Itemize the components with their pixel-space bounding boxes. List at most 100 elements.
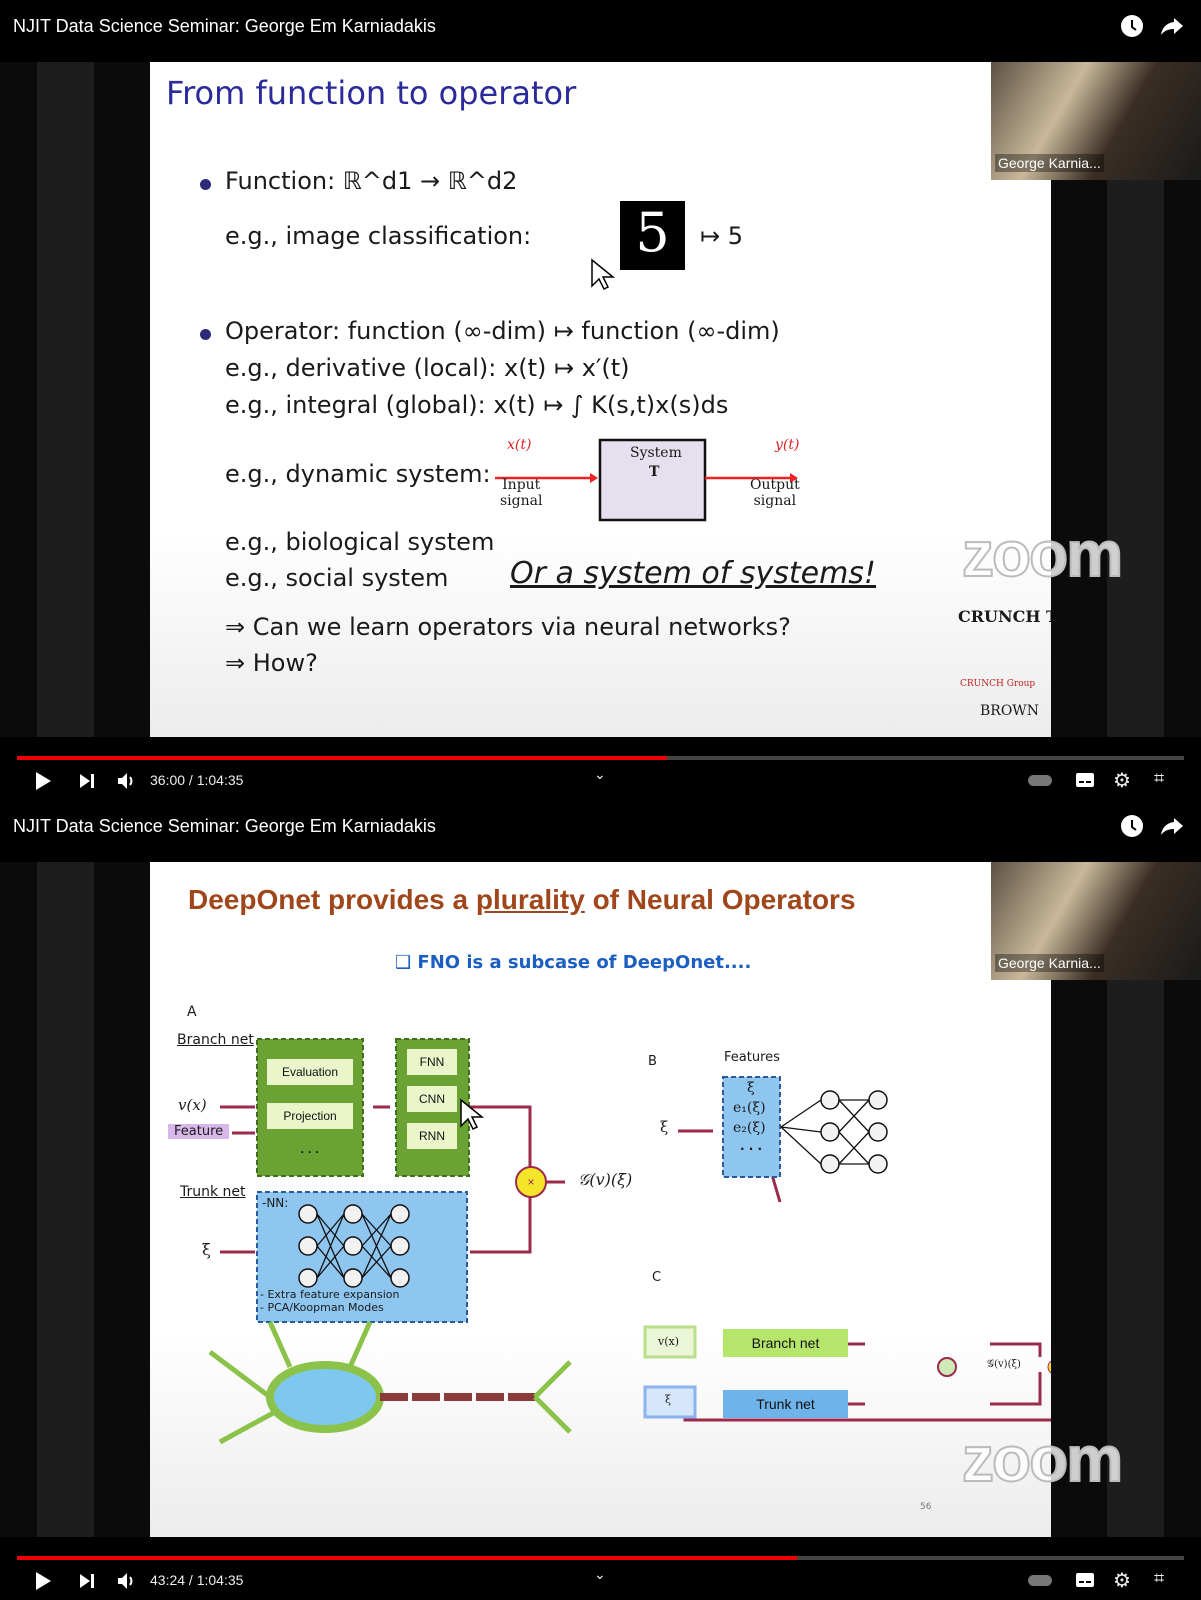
output-yt-label: y(t) xyxy=(775,437,800,453)
video-title[interactable]: NJIT Data Science Seminar: George Em Kar… xyxy=(13,16,436,36)
next-icon[interactable] xyxy=(79,1573,95,1589)
cnn-box: CNN xyxy=(407,1086,457,1112)
crunch-time-logo: CRUNCH TIME xyxy=(958,607,1051,626)
mouse-cursor-icon xyxy=(460,1098,485,1131)
features-xi: ξ xyxy=(747,1080,755,1096)
zoom-watermark: zoom xyxy=(961,1422,1124,1496)
title-underlined: plurality xyxy=(475,884,585,915)
participant-name: George Karnia... xyxy=(995,954,1104,972)
next-icon[interactable] xyxy=(79,773,95,789)
mouse-cursor-icon xyxy=(591,258,616,291)
slide-subtitle: ❑ FNO is a subcase of DeepOnet.... xyxy=(395,952,752,973)
branch-net-label: Branch net xyxy=(177,1032,254,1048)
play-icon[interactable] xyxy=(34,771,52,791)
slide: From function to operator Function: ℝ^d1… xyxy=(150,62,1051,737)
xi-label: ξ xyxy=(202,1240,211,1259)
output-label: 𝒢(v)(ξ) xyxy=(578,1170,633,1189)
projection-box: Projection xyxy=(267,1103,353,1129)
volume-icon[interactable] xyxy=(117,772,137,790)
page-number: 56 xyxy=(920,1502,932,1512)
c-branch-net-box: Branch net xyxy=(723,1329,848,1357)
autoplay-toggle[interactable] xyxy=(1028,775,1052,786)
multiply-symbol: × xyxy=(527,1175,535,1189)
xi-label: ξ xyxy=(660,1118,669,1136)
play-icon[interactable] xyxy=(34,1571,52,1591)
label-b: B xyxy=(648,1054,657,1069)
biological-example: e.g., biological system xyxy=(225,528,495,556)
progress-bar[interactable] xyxy=(17,1556,1184,1560)
volume-icon[interactable] xyxy=(117,1572,137,1590)
progress-fill xyxy=(17,756,668,760)
evaluation-box: Evaluation xyxy=(267,1059,353,1085)
side-panel xyxy=(37,862,94,1537)
question-line: ⇒ Can we learn operators via neural netw… xyxy=(225,613,791,641)
captions-icon[interactable] xyxy=(1075,1572,1095,1588)
progress-bar[interactable] xyxy=(17,756,1184,760)
exit-fullscreen-icon[interactable]: ⌗ xyxy=(1154,768,1165,788)
zoom-watermark: zoom xyxy=(961,517,1124,591)
share-icon[interactable] xyxy=(1160,814,1184,838)
video-player-2[interactable]: NJIT Data Science Seminar: George Em Kar… xyxy=(0,800,1201,1600)
captions-icon[interactable] xyxy=(1075,772,1095,788)
watch-later-icon[interactable] xyxy=(1120,814,1144,838)
integral-example: e.g., integral (global): x(t) ↦ ∫ K(s,t)… xyxy=(225,391,729,419)
c-xi-label: ξ xyxy=(665,1393,672,1406)
bullet xyxy=(200,329,211,340)
label-a: A xyxy=(187,1004,197,1020)
features-label: Features xyxy=(724,1050,780,1065)
side-panel xyxy=(37,62,94,737)
input-xt-label: x(t) xyxy=(507,437,532,453)
video-player-1[interactable]: NJIT Data Science Seminar: George Em Kar… xyxy=(0,0,1201,800)
pca-label: - PCA/Koopman Modes xyxy=(260,1301,384,1314)
watch-later-icon[interactable] xyxy=(1120,14,1144,38)
extra-feature-label: - Extra feature expansion xyxy=(260,1288,400,1301)
maps-to-5: ↦ 5 xyxy=(700,222,744,250)
crunch-group-logo: CRUNCH Group xyxy=(960,679,1036,689)
c-output-label: 𝒢(v)(ξ) xyxy=(987,1359,1021,1370)
output-signal-label: Output signal xyxy=(750,477,800,509)
slide-title: From function to operator xyxy=(166,74,577,112)
system-label: System xyxy=(630,445,682,461)
nn-label: -NN: xyxy=(262,1196,289,1210)
video-frame[interactable]: DeepOnet provides a plurality of Neural … xyxy=(0,862,1201,1537)
autoplay-toggle[interactable] xyxy=(1028,1575,1052,1586)
fnn-box: FNN xyxy=(407,1049,457,1075)
participant-video: George Karnia... xyxy=(991,862,1201,980)
dynamic-system-example: e.g., dynamic system: xyxy=(225,460,491,488)
exit-fullscreen-icon[interactable]: ⌗ xyxy=(1154,1568,1165,1588)
system-t-label: T xyxy=(649,464,660,480)
e2-label: e₂(ξ) xyxy=(733,1120,766,1136)
image-classification: e.g., image classification: xyxy=(225,222,532,250)
slide: DeepOnet provides a plurality of Neural … xyxy=(150,862,1051,1537)
c-trunk-net-box: Trunk net xyxy=(723,1390,848,1418)
bullet xyxy=(200,179,211,190)
progress-fill xyxy=(17,1556,797,1560)
how-line: ⇒ How? xyxy=(225,649,318,677)
system-diagram xyxy=(495,438,798,522)
operator-line: Operator: function (∞-dim) ↦ function (∞… xyxy=(225,317,780,345)
chevron-down-icon[interactable]: ⌄ xyxy=(594,766,606,782)
title-part: DeepOnet provides a xyxy=(188,884,476,915)
neuron-illustration xyxy=(208,1320,572,1445)
rnn-box: RNN xyxy=(407,1123,457,1149)
participant-name: George Karnia... xyxy=(995,154,1104,172)
video-title[interactable]: NJIT Data Science Seminar: George Em Kar… xyxy=(13,816,436,836)
settings-gear-icon[interactable]: ⚙ xyxy=(1113,1570,1131,1592)
trunk-net-label: Trunk net xyxy=(180,1184,246,1200)
brown-logo: BROWN xyxy=(980,703,1039,719)
label-c: C xyxy=(652,1270,662,1285)
mnist-digit-image: 5 xyxy=(620,201,685,270)
ellipsis: · · · xyxy=(300,1145,320,1159)
slide-title: DeepOnet provides a plurality of Neural … xyxy=(188,884,856,916)
vx-label: v(x) xyxy=(178,1096,207,1114)
video-frame[interactable]: From function to operator Function: ℝ^d1… xyxy=(0,62,1201,737)
share-icon[interactable] xyxy=(1160,14,1184,38)
time-display: 36:00 / 1:04:35 xyxy=(150,772,244,788)
feature-label: Feature xyxy=(168,1124,230,1139)
chevron-down-icon[interactable]: ⌄ xyxy=(594,1566,606,1582)
input-signal-label: Input signal xyxy=(500,477,543,509)
function-line: Function: ℝ^d1 → ℝ^d2 xyxy=(225,167,518,195)
settings-gear-icon[interactable]: ⚙ xyxy=(1113,770,1131,792)
system-of-systems: Or a system of systems! xyxy=(510,556,876,591)
e1-label: e₁(ξ) xyxy=(733,1100,766,1116)
